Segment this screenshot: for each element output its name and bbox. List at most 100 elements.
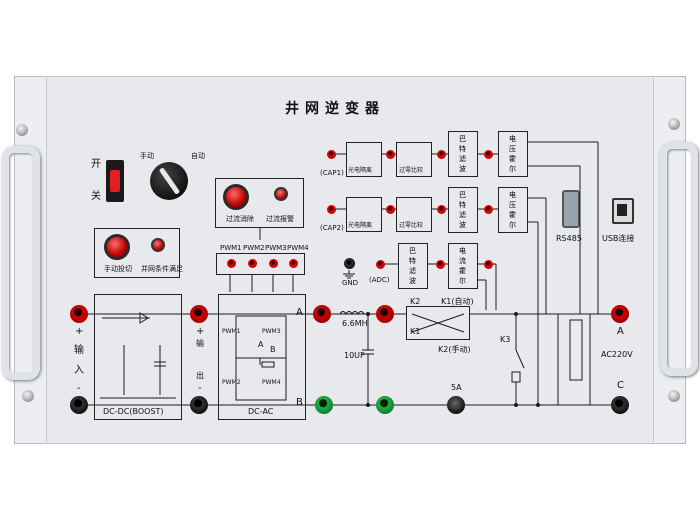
rs485-port[interactable] [562,190,580,228]
bp2-c3: 波 [459,221,466,229]
pwm3-jack[interactable] [269,259,278,268]
pwm4-label: PWM4 [287,244,309,252]
overcurrent-alarm-label: 过流报警 [266,215,294,223]
bandpass-block-3 [398,243,428,289]
bp3-c2: 滤 [409,267,416,275]
manual-switch-button[interactable] [104,234,130,260]
output-c-label: C [617,380,624,391]
sig-jack-2b[interactable] [437,205,446,214]
sig-jack-2a[interactable] [386,205,395,214]
sig-jack-1a[interactable] [386,150,395,159]
cap2-jack[interactable] [327,205,336,214]
dcdc-label: DC-DC(BOOST) [103,407,164,416]
overcurrent-reset-label: 过流消除 [226,215,254,223]
node-b-jack[interactable] [315,396,333,414]
vhall-text-2: 电压霍尔 [509,190,519,230]
usb-port[interactable] [612,198,634,224]
sig-jack-2c[interactable] [484,205,493,214]
sig-jack-1b[interactable] [437,150,446,159]
ch-c2: 霍 [459,267,466,275]
bp2-c1: 特 [459,201,466,209]
bp2-c0: 巴 [459,191,466,199]
dcac-box [218,294,306,420]
output-a-label: A [617,326,624,337]
pwm1-jack[interactable] [227,259,236,268]
sig-jack-3b[interactable] [484,260,493,269]
adc-jack[interactable] [376,260,385,269]
pwm2-jack[interactable] [248,259,257,268]
manual-switch-label: 手动投切 [104,265,132,273]
adc-label: (ADC) [369,276,390,284]
bp1-c3: 波 [459,165,466,173]
input-plus-label: + [75,326,84,337]
usb-label: USB连接 [602,234,635,243]
overcurrent-alarm-led [274,187,288,201]
dcdc-out-minus-jack[interactable] [190,396,208,414]
node-a-label: A [296,307,303,318]
voltage-hall-block-2 [498,187,528,233]
ch-c0: 电 [459,247,466,255]
output-c-jack[interactable] [611,396,629,414]
dcac-pwm2: PWM2 [222,379,241,386]
bp2-c2: 滤 [459,211,466,219]
neutral-jack[interactable] [376,396,394,414]
dcac-node-a: A [258,340,264,349]
overcurrent-box [215,178,304,228]
dcac-pwm1: PWM1 [222,328,241,335]
vh1-c0: 电 [509,135,516,143]
power-switch-rocker [110,170,120,192]
bp1-c0: 巴 [459,135,466,143]
vh2-c3: 尔 [509,221,516,229]
gnd-jack[interactable] [344,258,355,269]
sig-jack-1c[interactable] [484,150,493,159]
bp3-c0: 巴 [409,247,416,255]
rs485-label: RS485 [556,234,582,243]
input-minus-jack[interactable] [70,396,88,414]
vhall-text-1: 电压霍尔 [509,134,519,174]
pwm2-label: PWM2 [243,244,265,252]
grid-condition-led [151,238,165,252]
bandpass-block-1 [448,131,478,177]
overcurrent-reset-button[interactable] [223,184,249,210]
node-a-jack[interactable] [313,305,331,323]
k2-manual-label: K2(手动) [438,345,471,354]
filter-out-jack[interactable] [376,305,394,323]
input-minus-label: - [77,383,81,394]
opto-label-2: 光电隔离 [348,222,373,229]
input-label-2: 入 [74,365,84,376]
fuse-holder[interactable] [447,396,465,414]
sig-jack-3a[interactable] [436,260,445,269]
vh1-c1: 压 [509,145,516,153]
k3-label: K3 [500,335,511,344]
power-switch[interactable] [106,160,124,202]
vh2-c1: 压 [509,201,516,209]
bandpass-text-1: 巴特滤波 [459,134,469,174]
mode-selector-knob[interactable] [150,162,188,200]
output-a-jack[interactable] [611,305,629,323]
cap1-label: (CAP1) [320,169,344,177]
zero-cmp-label-1: 过零比较 [399,167,424,174]
pwm4-jack[interactable] [289,259,298,268]
screw-top-right [668,118,680,130]
bandpass-text-2: 巴特滤波 [459,190,469,230]
zero-cmp-block-1 [396,142,432,177]
dcdc-out-label-1: 输 [196,339,204,348]
opto-block-2 [346,197,382,232]
vh1-c3: 尔 [509,165,516,173]
opto-label-1: 光电隔离 [348,167,373,174]
input-plus-jack[interactable] [70,305,88,323]
chall-text: 电流霍尔 [459,246,469,286]
node-b-label: B [296,397,303,408]
screw-top-left [16,124,28,136]
mode-auto-label: 自动 [191,152,205,160]
dcdc-box [94,294,182,420]
dcdc-out-label-2: 出 [196,371,204,380]
current-hall-block [448,243,478,289]
grid-condition-label: 并网条件满足 [141,265,183,273]
mode-manual-label: 手动 [140,152,154,160]
ch-c3: 尔 [459,277,466,285]
cap1-jack[interactable] [327,150,336,159]
dcdc-out-plus-jack[interactable] [190,305,208,323]
pwm3-label: PWM3 [265,244,287,252]
